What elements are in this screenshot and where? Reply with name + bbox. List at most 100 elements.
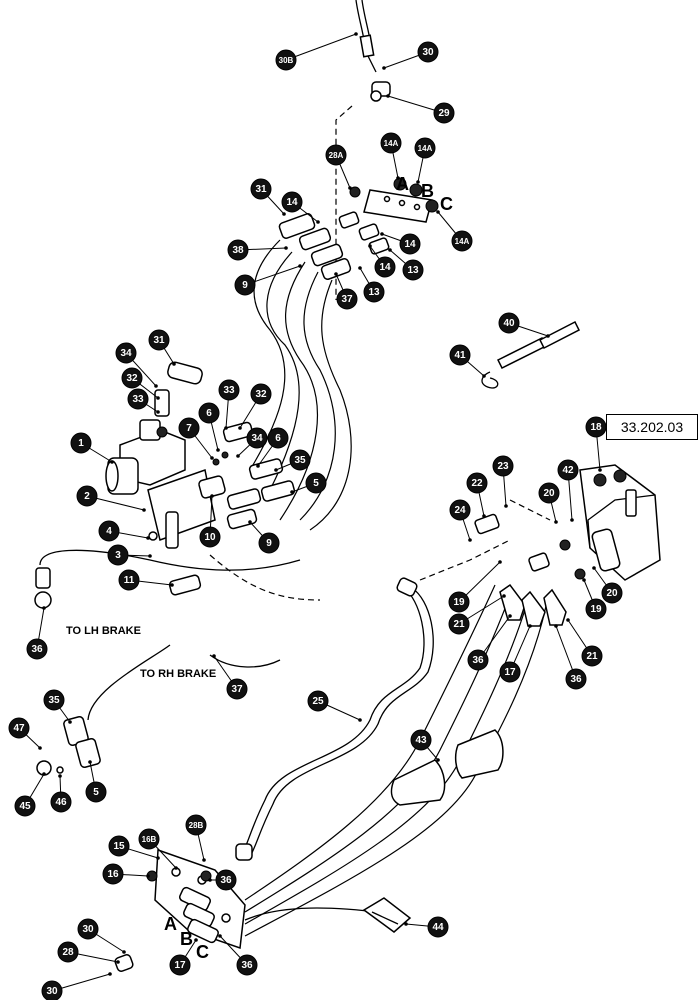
callout-leader-tip	[404, 922, 408, 926]
port-letter-a-bottom: A	[164, 914, 177, 934]
callout-label: 36	[220, 875, 232, 886]
callout-balloon	[102, 863, 124, 885]
callout-leader-tip	[194, 938, 198, 942]
callout-label: 7	[186, 423, 192, 434]
callout-47: 47	[8, 717, 42, 750]
callout-label: 6	[206, 408, 212, 419]
callout-leader-tip	[208, 878, 212, 882]
callout-balloon	[76, 485, 98, 507]
callout-label: 21	[586, 651, 598, 662]
callout-36c: 36	[554, 624, 587, 690]
callout-leader-tip	[498, 560, 502, 564]
callout-balloon	[169, 954, 191, 976]
callout-label: 13	[407, 265, 419, 276]
callout-balloon	[410, 729, 432, 751]
callout-11: 11	[118, 569, 174, 591]
callout-label: 14A	[418, 144, 433, 153]
callout-17b: 17	[169, 938, 198, 976]
elbow-fittings	[499, 583, 567, 627]
callout-1: 1	[70, 432, 114, 464]
callout-balloon	[14, 795, 36, 817]
callout-label: 22	[471, 478, 483, 489]
callout-balloon	[70, 432, 92, 454]
callout-label: 14	[286, 197, 298, 208]
callout-30b2: 30	[77, 918, 126, 954]
callout-balloon	[98, 520, 120, 542]
callout-label: 23	[497, 461, 509, 472]
callout-balloon	[115, 342, 137, 364]
callout-label: 16	[107, 869, 119, 880]
note-to-lh-brake: TO LH BRAKE	[66, 625, 141, 637]
callout-label: 1	[78, 438, 84, 449]
callout-leader-tip	[212, 654, 216, 658]
callout-label: 6	[275, 433, 281, 444]
callout-14-3: 14	[368, 244, 396, 278]
callout-32a: 32	[121, 367, 160, 400]
callout-label: 33	[223, 385, 235, 396]
callout-46: 46	[50, 774, 72, 813]
callout-label: 44	[432, 922, 444, 933]
callout-leader-tip	[170, 583, 174, 587]
callout-37b: 37	[212, 654, 248, 700]
control-valve-18	[474, 464, 661, 581]
callout-balloon	[57, 941, 79, 963]
callout-leader-tip	[38, 746, 42, 750]
callout-38a: 38	[227, 239, 288, 261]
callout-balloon	[417, 41, 439, 63]
callout-balloon	[565, 668, 587, 690]
callout-label: 4	[106, 526, 112, 537]
callout-label: 11	[124, 575, 135, 586]
callout-label: 19	[453, 597, 465, 608]
callout-balloon	[402, 259, 424, 281]
callout-6a: 6	[198, 402, 220, 452]
callout-36e: 36	[218, 934, 258, 976]
callout-label: 10	[204, 532, 216, 543]
callout-balloon	[236, 954, 258, 976]
callout-balloon	[227, 239, 249, 261]
callout-14-1: 14	[281, 191, 320, 224]
callout-leader-tip	[298, 264, 302, 268]
callout-leader-tip	[42, 772, 46, 776]
callout-leader-tip	[146, 874, 150, 878]
callout-label: 34	[251, 433, 263, 444]
callout-balloon	[50, 791, 72, 813]
callout-leader-tip	[218, 934, 222, 938]
callout-20b: 20	[592, 566, 623, 604]
callout-balloon	[267, 427, 289, 449]
callout-balloon	[399, 233, 421, 255]
callout-leader-tip	[570, 518, 574, 522]
callout-label: 38	[232, 245, 244, 256]
callout-9b: 9	[248, 520, 280, 554]
callout-leader-tip	[528, 624, 532, 628]
callout-label: 36	[31, 644, 43, 655]
callout-balloon	[557, 459, 579, 481]
callout-21b: 21	[566, 618, 603, 667]
lower-left-elbow	[36, 716, 101, 776]
callout-leader-tip	[566, 618, 570, 622]
callout-leader-tip	[592, 566, 596, 570]
callout-leader-tip	[348, 186, 352, 190]
callout-20a: 20	[538, 482, 560, 524]
callout-balloon	[250, 178, 272, 200]
callout-balloon	[215, 869, 237, 891]
callout-14-2: 14	[380, 232, 421, 255]
callout-balloon	[118, 569, 140, 591]
callout-balloon	[427, 916, 449, 938]
callout-label: 3	[115, 550, 121, 561]
callout-balloon	[85, 781, 107, 803]
callout-leader-tip	[156, 856, 160, 860]
callout-label: 30	[46, 986, 58, 997]
callout-label: 5	[93, 787, 99, 798]
callout-label: 17	[504, 667, 516, 678]
callout-label: 45	[19, 801, 31, 812]
callout-balloon	[121, 367, 143, 389]
callout-24: 24	[449, 499, 472, 542]
callout-label: 40	[503, 318, 515, 329]
brake-line-dashed	[209, 554, 321, 601]
brake-valve-assembly	[34, 361, 216, 609]
callout-leader-tip	[508, 614, 512, 618]
callout-label: 25	[312, 696, 324, 707]
callout-balloon	[185, 814, 207, 836]
